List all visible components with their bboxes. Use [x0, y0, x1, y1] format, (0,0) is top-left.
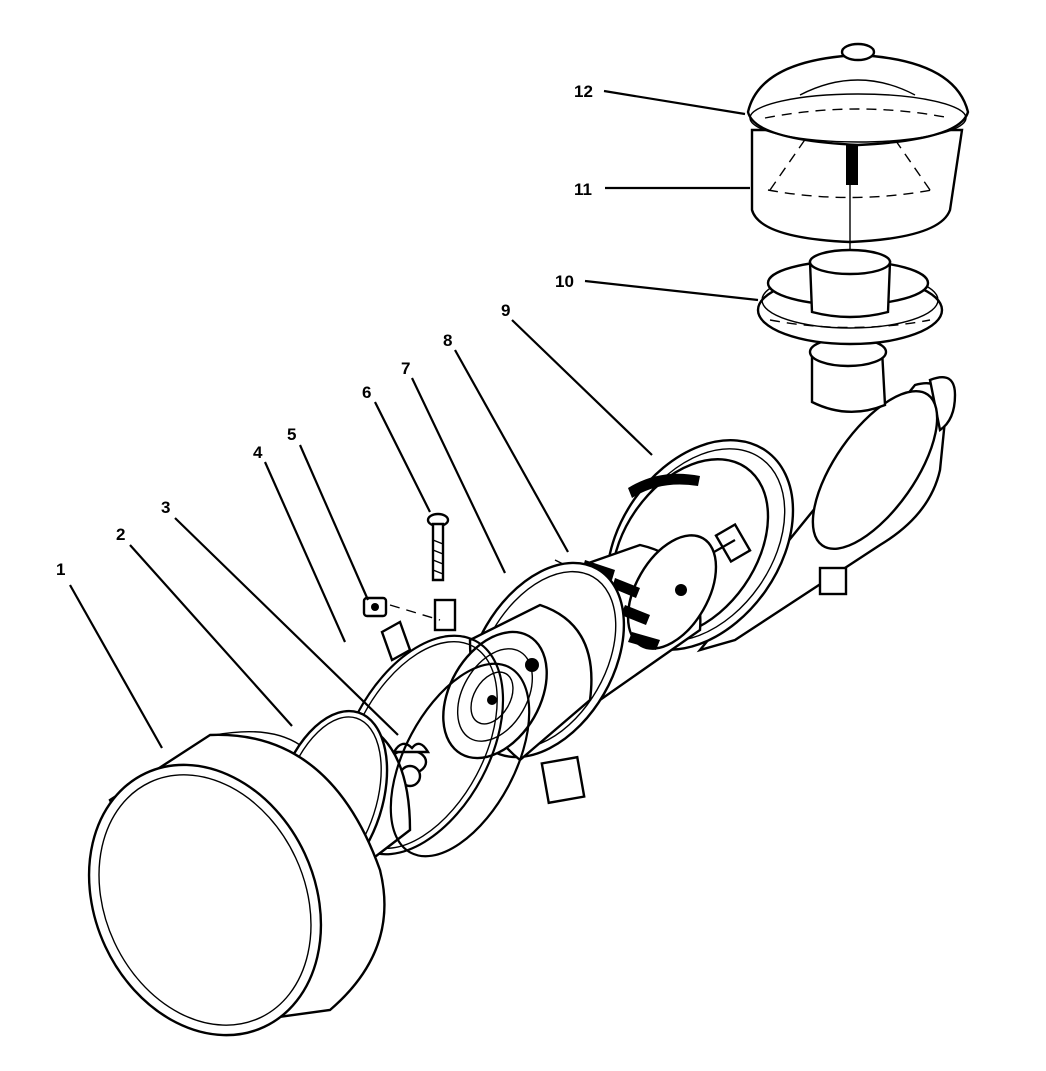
callout-7: 7: [401, 359, 410, 378]
leader-7: [411, 377, 506, 574]
part-10-precleaner-base: [756, 248, 944, 346]
callout-1: 1: [56, 560, 65, 579]
callout-labels: 1 2 3 4 5 6 7 8 9 10 11 12: [56, 82, 593, 579]
leader-1: [69, 584, 163, 749]
callout-3: 3: [161, 498, 170, 517]
leader-5: [298, 444, 370, 601]
callout-12: 12: [574, 82, 593, 101]
leader-4: [263, 461, 347, 643]
leader-9: [511, 319, 653, 456]
callout-4: 4: [253, 443, 263, 462]
callout-9: 9: [501, 301, 510, 320]
callout-5: 5: [287, 425, 296, 444]
callout-11: 11: [574, 180, 592, 199]
leader-2: [129, 544, 293, 727]
callout-2: 2: [116, 525, 125, 544]
leader-10: [584, 279, 759, 302]
callout-8: 8: [443, 331, 452, 350]
callout-6: 6: [362, 383, 371, 402]
leader-8: [454, 349, 569, 553]
part-5-nut: [362, 596, 388, 618]
leader-lines: [69, 89, 759, 749]
callout-10: 10: [555, 272, 574, 291]
part-1-cover: [87, 731, 386, 1037]
leader-3: [174, 517, 399, 736]
part-11-bowl: [750, 117, 964, 250]
leader-12: [603, 89, 746, 116]
part-6-bolt: [389, 512, 450, 621]
part-12-cap: [746, 42, 970, 147]
leader-6: [374, 401, 431, 513]
